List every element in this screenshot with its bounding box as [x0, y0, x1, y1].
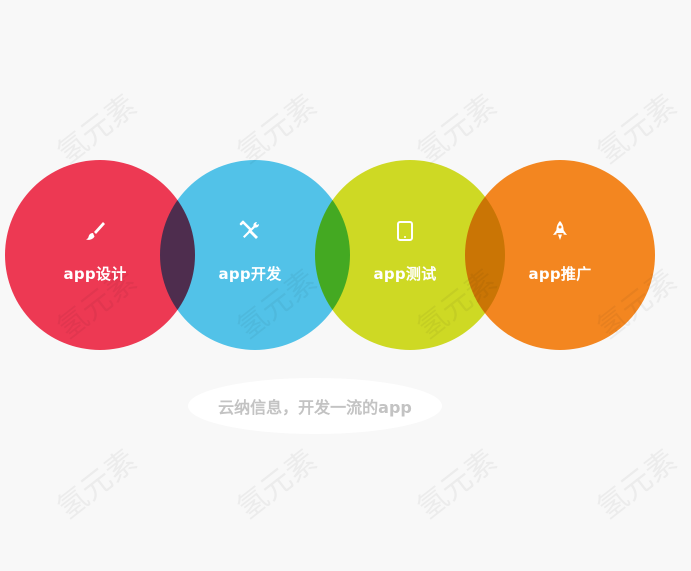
- node-promote: app推广: [465, 160, 655, 350]
- tagline-text: 云纳信息，开发一流的app: [218, 398, 412, 417]
- watermark-text: 氢元素: [590, 443, 684, 527]
- label-promote: app推广: [528, 264, 592, 283]
- node-develop: app开发: [155, 160, 345, 350]
- rocket-icon: [553, 220, 567, 240]
- circle-promote: [465, 160, 655, 350]
- watermark-text: 氢元素: [230, 88, 324, 172]
- node-design: app设计: [0, 160, 190, 350]
- tagline-bubble: [188, 378, 442, 434]
- watermark-text: 氢元素: [230, 443, 324, 527]
- watermark-text: 氢元素: [410, 443, 504, 527]
- watermark-text: 氢元素: [50, 88, 144, 172]
- label-test: app测试: [373, 264, 437, 283]
- tools-icon: [239, 220, 259, 239]
- label-develop: app开发: [218, 264, 282, 283]
- paintbrush-icon: [86, 221, 105, 240]
- watermark-text: 氢元素: [50, 443, 144, 527]
- tablet-icon: [397, 220, 413, 241]
- label-design: app设计: [63, 264, 127, 283]
- node-test: app测试: [310, 160, 500, 350]
- watermark-text: 氢元素: [590, 88, 684, 172]
- watermark-text: 氢元素: [410, 88, 504, 172]
